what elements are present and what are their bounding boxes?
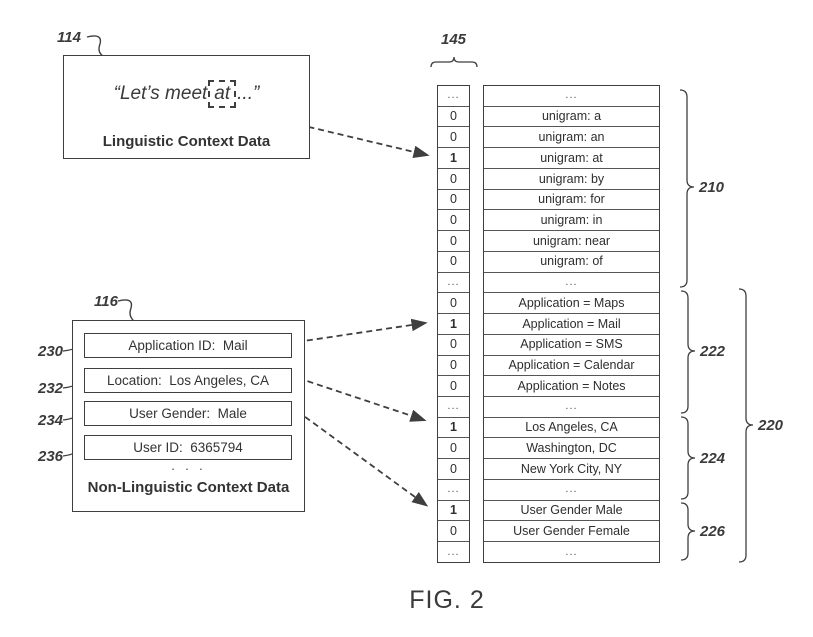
arrow-location-to-la: [297, 377, 427, 422]
vector-value-cell: 0: [438, 335, 469, 356]
non-linguistic-box-title: Non-Linguistic Context Data: [87, 479, 290, 496]
vector-value-cell: 1: [438, 418, 469, 439]
vector-value-cell: 0: [438, 231, 469, 252]
ref-230: 230: [38, 343, 64, 360]
vector-value-cell: 0: [438, 438, 469, 460]
brace-224: [680, 416, 696, 500]
nl-ellipsis: · · ·: [170, 461, 207, 476]
vector-value-cell: 0: [438, 190, 469, 211]
ref-220: 220: [758, 417, 784, 434]
vector-value-cell: 0: [438, 356, 469, 377]
feature-label-cell: ...: [484, 86, 659, 107]
feature-label-cell: ...: [484, 397, 659, 418]
feature-label-cell: unigram: in: [484, 210, 659, 232]
brace-210: [679, 89, 695, 288]
ref-232: 232: [38, 380, 64, 397]
ref-210: 210: [699, 179, 725, 196]
ref-222: 222: [700, 343, 726, 360]
vector-value-cell: 0: [438, 107, 469, 128]
ref-116: 116: [94, 293, 118, 310]
leader-114: [86, 35, 104, 57]
vector-value-cell: 0: [438, 376, 469, 398]
quote-close: ...”: [237, 83, 260, 104]
figure-caption: FIG. 2: [409, 586, 485, 614]
ref-224: 224: [700, 450, 726, 467]
feature-label-cell: User Gender Male: [484, 501, 659, 522]
feature-label-cell: ...: [484, 480, 659, 501]
vector-value-cell: 0: [438, 169, 469, 190]
user-id-field: User ID: 6365794: [84, 435, 292, 460]
brace-226: [680, 502, 696, 561]
feature-label-cell: unigram: for: [484, 190, 659, 211]
feature-label-cell: unigram: a: [484, 107, 659, 128]
user-gender-field: User Gender: Male: [84, 401, 292, 426]
vector-value-cell: 1: [438, 148, 469, 169]
vector-value-cell: 1: [438, 314, 469, 335]
feature-label-cell: New York City, NY: [484, 459, 659, 480]
feature-label-cell: unigram: by: [484, 169, 659, 190]
vector-value-cell: ...: [438, 480, 469, 501]
feature-label-cell: unigram: of: [484, 252, 659, 273]
brace-222: [680, 290, 696, 414]
leader-116: [117, 299, 135, 322]
linguistic-box-title: Linguistic Context Data: [102, 133, 271, 150]
vector-value-cell: 0: [438, 459, 469, 480]
ref-234: 234: [38, 412, 64, 429]
application-id-field: Application ID: Mail: [84, 333, 292, 358]
ref-236: 236: [38, 448, 64, 465]
quote-open: “Let’s meet: [113, 83, 208, 104]
feature-label-cell: Application = SMS: [484, 335, 659, 356]
highlighted-word: at: [208, 80, 237, 108]
vector-value-cell: ...: [438, 86, 469, 107]
ref-226: 226: [700, 523, 726, 540]
feature-label-cell: unigram: near: [484, 231, 659, 252]
vector-value-cell: 0: [438, 521, 469, 543]
vector-value-cell: 1: [438, 501, 469, 522]
vector-value-cell: 0: [438, 210, 469, 232]
feature-label-cell: Washington, DC: [484, 438, 659, 460]
brace-145: [430, 56, 478, 68]
vector-value-cell: 0: [438, 252, 469, 273]
ref-145: 145: [441, 31, 467, 48]
non-linguistic-context-box: Application ID: Mail Location: Los Angel…: [72, 320, 305, 512]
feature-label-cell: unigram: an: [484, 127, 659, 149]
vector-value-cell: 0: [438, 127, 469, 149]
vector-value-cell: ...: [447, 545, 460, 558]
feature-label-cell: Los Angeles, CA: [484, 418, 659, 439]
feature-label-cell: User Gender Female: [484, 521, 659, 543]
vector-value-cell: ...: [438, 397, 469, 418]
brace-220: [738, 288, 754, 563]
arrow-appid-to-mail: [296, 318, 428, 343]
feature-label-cell: ...: [565, 545, 578, 558]
ref-114: 114: [57, 29, 81, 46]
feature-label-cell: Application = Maps: [484, 293, 659, 315]
feature-label-cell: Application = Notes: [484, 376, 659, 398]
feature-label-cell: Application = Mail: [484, 314, 659, 335]
vector-value-cell: 0: [438, 293, 469, 315]
feature-label-cell: ...: [484, 273, 659, 294]
location-field: Location: Los Angeles, CA: [84, 368, 292, 393]
arrow-gender-to-male: [296, 410, 429, 507]
feature-label-cell: unigram: at: [484, 148, 659, 169]
feature-label-cell: Application = Calendar: [484, 356, 659, 377]
vector-value-cell: ...: [438, 273, 469, 294]
